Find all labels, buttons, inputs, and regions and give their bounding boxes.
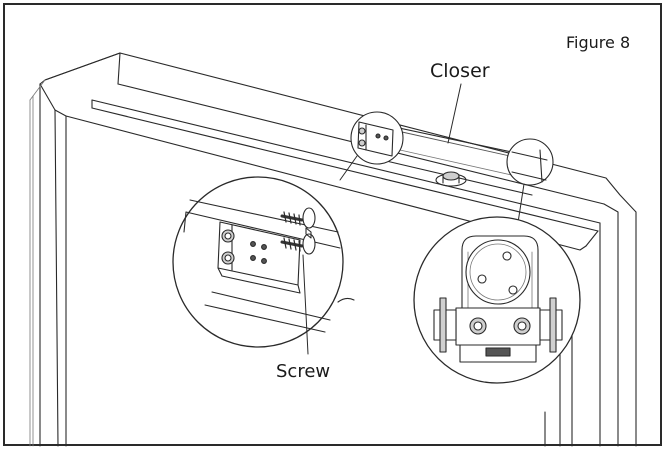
bracket-magnified-view [172,176,355,348]
screw-leader-line [302,254,309,355]
endcap-magnified-view [413,216,581,384]
figure-label: Figure 8 [566,33,631,52]
screw-callout-label: Screw [276,361,331,382]
bracket-detail-circle-small [350,111,404,165]
closer-callout-label: Closer [430,60,490,82]
figure-frame [3,3,662,446]
endcap-detail-circle-small [506,138,554,186]
closer-leader-line [447,83,462,144]
bracket-zoom-connector [339,155,358,181]
